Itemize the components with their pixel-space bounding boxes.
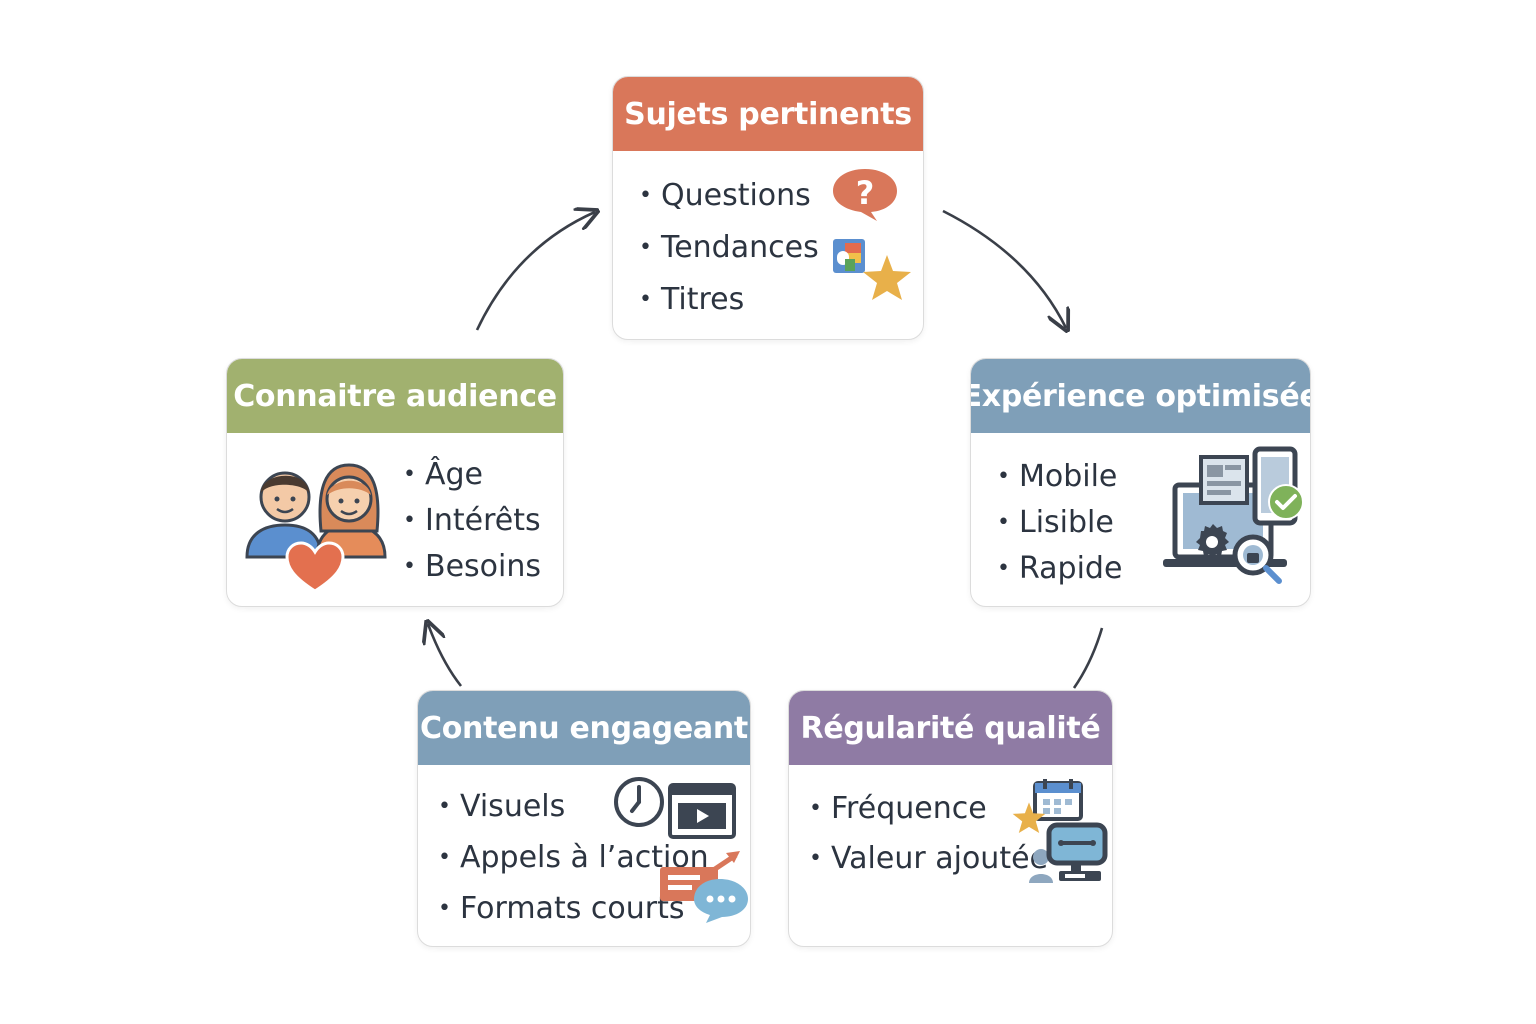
list-item: Fréquence xyxy=(809,783,1048,833)
list-item: Lisible xyxy=(997,499,1122,545)
arrow-experience-to-regularite xyxy=(1072,627,1104,689)
heart-icon xyxy=(285,541,345,593)
list-item: Titres xyxy=(639,273,819,325)
item-list: Âge Intérêts Besoins xyxy=(403,451,541,589)
question-bubble-icon: ? xyxy=(833,169,897,221)
arrow-sujets-to-experience xyxy=(942,209,1066,328)
list-item: Âge xyxy=(403,451,541,497)
list-item: Rapide xyxy=(997,545,1122,591)
list-item: Mobile xyxy=(997,453,1122,499)
card-connaitre-audience: Connaitre audience Âge Intérêts Besoins xyxy=(226,358,564,607)
card-contenu-engageant: Contenu engageant Visuels Appels à l’act… xyxy=(417,690,751,947)
magnifier-icon xyxy=(1232,534,1282,584)
clock-icon xyxy=(614,777,664,827)
card-sujets-pertinents: Sujets pertinents Questions Tendances Ti… xyxy=(612,76,924,340)
card-title: Contenu engageant xyxy=(418,691,750,765)
arrow-contenu-to-audience xyxy=(428,624,463,687)
list-item: Questions xyxy=(639,169,819,221)
card-title: Expérience optimisée xyxy=(971,359,1310,433)
trend-chart-icon xyxy=(833,239,865,273)
check-badge-icon xyxy=(1268,484,1304,520)
card-experience-optimisee: Expérience optimisée Mobile Lisible Rapi… xyxy=(970,358,1311,607)
video-player-icon xyxy=(668,783,736,839)
item-list: Visuels Appels à l’action Formats courts xyxy=(438,781,709,934)
arrow-audience-to-sujets xyxy=(475,212,595,331)
card-regularite-qualite: Régularité qualité Fréquence Valeur ajou… xyxy=(788,690,1113,947)
card-title: Sujets pertinents xyxy=(613,77,923,151)
user-computer-icon xyxy=(1029,822,1108,883)
list-item: Visuels xyxy=(438,781,709,832)
svg-text:?: ? xyxy=(856,174,875,212)
star-icon xyxy=(863,255,911,300)
list-item: Intérêts xyxy=(403,497,541,543)
star-icon xyxy=(1012,802,1046,833)
list-item: Formats courts xyxy=(438,883,709,934)
calendar-icon xyxy=(1033,779,1083,821)
card-title: Connaitre audience xyxy=(227,359,563,433)
item-list: Questions Tendances Titres xyxy=(639,169,819,325)
list-item: Valeur ajoutée xyxy=(809,833,1048,883)
item-list: Mobile Lisible Rapide xyxy=(997,453,1122,591)
chat-bubble-icon xyxy=(694,879,748,923)
card-title: Régularité qualité xyxy=(789,691,1112,765)
list-item: Besoins xyxy=(403,543,541,589)
list-item: Tendances xyxy=(639,221,819,273)
item-list: Fréquence Valeur ajoutée xyxy=(809,783,1048,883)
